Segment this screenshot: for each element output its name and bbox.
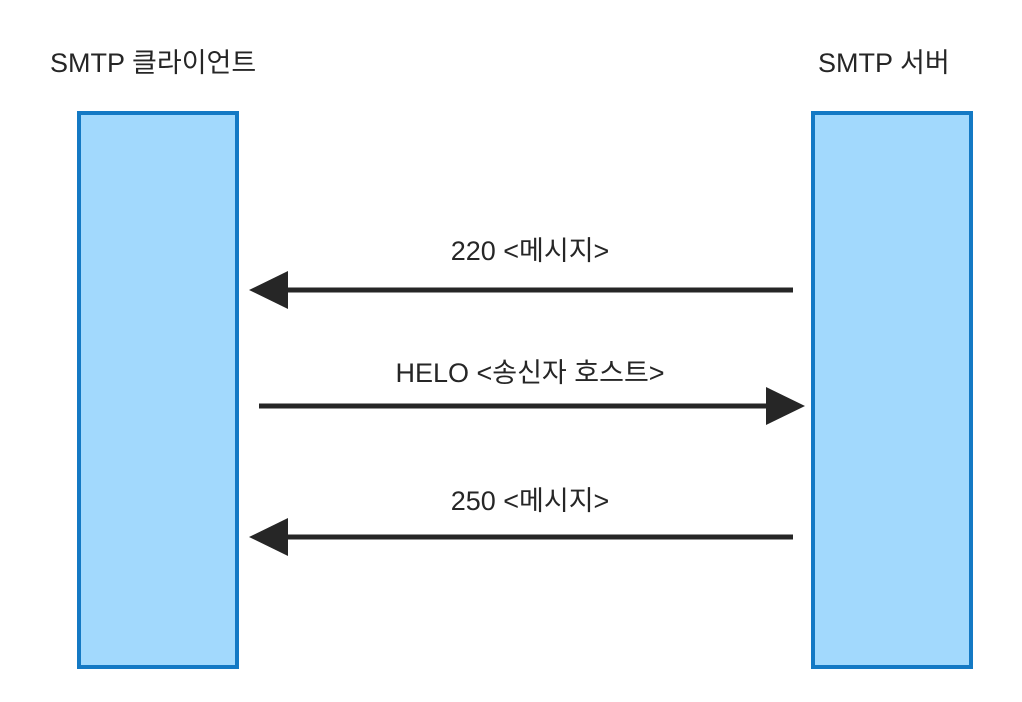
lifeline-box-client bbox=[77, 111, 239, 669]
message-label-1: 220 <메시지> bbox=[450, 236, 610, 266]
message-label-2: HELO <송신자 호스트> bbox=[395, 358, 665, 388]
message-label-3: 250 <메시지> bbox=[450, 486, 610, 516]
message-arrow-2 bbox=[259, 387, 805, 425]
lifeline-box-server bbox=[811, 111, 973, 669]
message-arrow-1 bbox=[249, 271, 793, 309]
participant-label-server: SMTP 서버 bbox=[818, 48, 950, 78]
participant-label-client: SMTP 클라이언트 bbox=[50, 48, 257, 78]
message-arrow-3 bbox=[249, 518, 793, 556]
